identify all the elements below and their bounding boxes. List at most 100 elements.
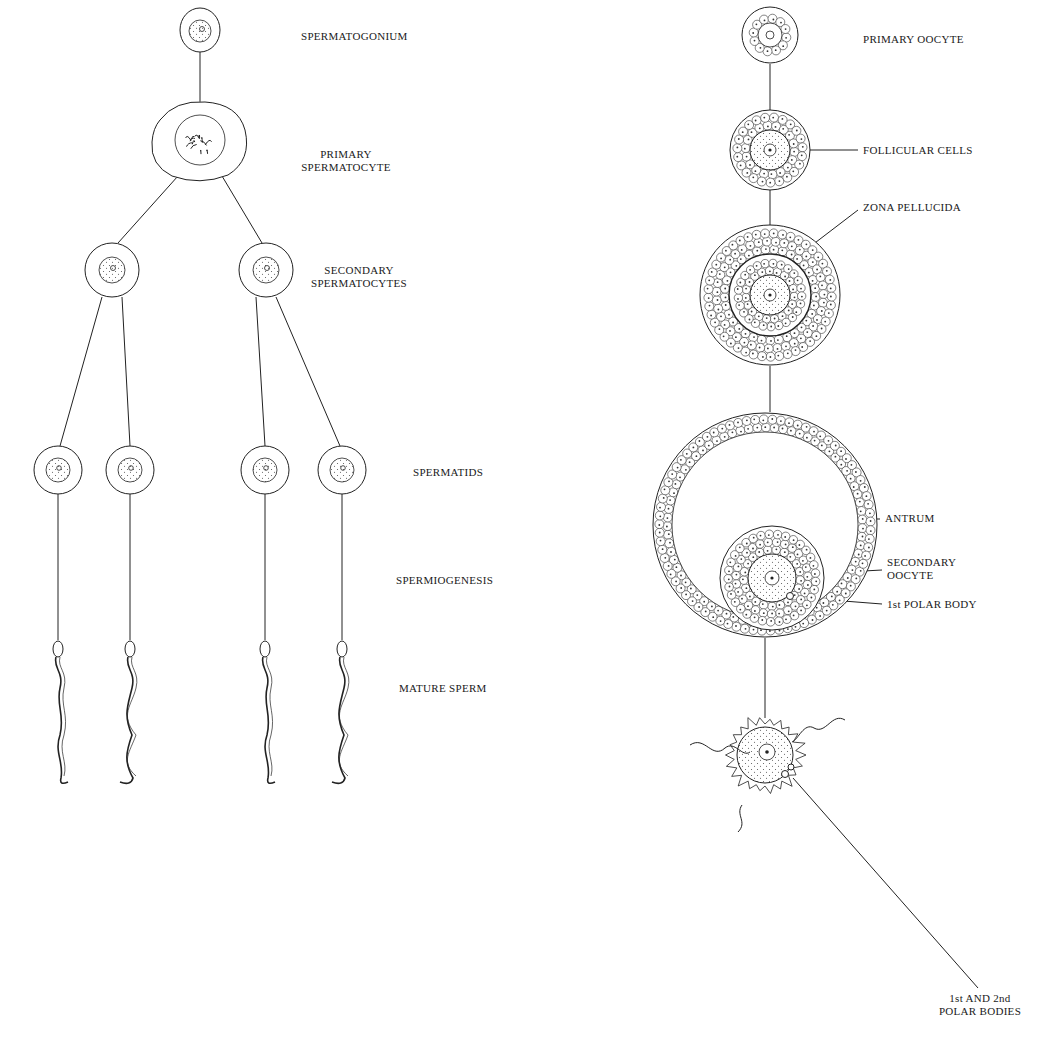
- follicular-cell: [766, 618, 775, 627]
- chromatin: [192, 141, 194, 145]
- follicular-cell: [796, 134, 805, 143]
- cell-nucleus: [796, 563, 798, 565]
- follicular-cell: [862, 492, 871, 501]
- follicular-cell: [727, 591, 736, 600]
- follicular-cell: [770, 245, 779, 254]
- follicular-cell: [793, 420, 802, 429]
- cell-nucleus: [756, 427, 758, 429]
- cell-nucleus: [810, 557, 812, 559]
- follicular-cell: [855, 498, 864, 507]
- cell-nucleus: [824, 294, 826, 296]
- cell-nucleus: [658, 524, 660, 526]
- cell-nucleus: [751, 311, 753, 313]
- cell-nucleus: [737, 298, 739, 300]
- cell-nucleus: [798, 239, 800, 241]
- cell-nucleus: [800, 580, 802, 582]
- follicular-cell: [742, 417, 751, 426]
- cell-nucleus: [717, 610, 719, 612]
- cell-nucleus: [773, 427, 775, 429]
- follicular-cell: [704, 285, 713, 294]
- cell-nucleus: [753, 537, 755, 539]
- cell-nucleus: [819, 435, 821, 437]
- cell-nucleus: [788, 610, 790, 612]
- cell-nucleus: [800, 337, 802, 339]
- oocyte-nucleus: [764, 289, 776, 301]
- cell-nucleus: [744, 572, 746, 574]
- cell-nucleus: [703, 601, 705, 603]
- chromatin: [199, 135, 200, 139]
- follicular-cell: [856, 476, 865, 485]
- cell-nucleus: [836, 591, 838, 593]
- cell-nucleus: [773, 19, 775, 21]
- follicular-cell: [775, 321, 783, 329]
- follicular-cell: [810, 585, 819, 594]
- cell-nucleus: [761, 340, 763, 342]
- cell-nucleus: [845, 593, 847, 595]
- cell-nucleus: [754, 274, 756, 276]
- cell-nucleus: [732, 431, 734, 433]
- chromatin: [187, 143, 193, 147]
- follicular-cell: [734, 418, 743, 427]
- follicular-cell: [857, 532, 866, 541]
- cell-nucleus: [673, 492, 675, 494]
- follicular-cell: [753, 423, 762, 432]
- cell-nucleus: [741, 598, 743, 600]
- cell-nucleus: [671, 473, 673, 475]
- stage-label: PRIMARY OOCYTE: [862, 33, 965, 46]
- cell-nucleus: [785, 618, 787, 620]
- cell-nucleus: [717, 281, 719, 283]
- cell-nucleus: [685, 581, 687, 583]
- cell-nucleus: [841, 583, 843, 585]
- cell-nucleus: [850, 478, 852, 480]
- follicular-cell: [767, 323, 775, 331]
- spermatid-nucleus: [118, 458, 142, 482]
- follicular-cell: [798, 292, 806, 300]
- cell-nucleus: [747, 605, 749, 607]
- cell-nucleus: [770, 340, 772, 342]
- antrum: [672, 432, 858, 618]
- cell-nucleus: [770, 356, 772, 358]
- spermatid-nucleus: [330, 458, 354, 482]
- follicular-cell: [759, 609, 768, 618]
- cell-nucleus: [787, 628, 789, 630]
- nucleolus: [264, 466, 269, 471]
- cell-nucleus: [774, 318, 776, 320]
- follicular-cell: [826, 301, 835, 310]
- cell-nucleus: [801, 138, 803, 140]
- cell-nucleus: [812, 280, 814, 282]
- cell-nucleus: [795, 605, 797, 607]
- cell-nucleus: [669, 499, 671, 501]
- cell-nucleus: [660, 540, 662, 542]
- cell-nucleus: [869, 512, 871, 514]
- cell-nucleus: [816, 335, 818, 337]
- cell-nucleus: [835, 445, 837, 447]
- cell-nucleus: [813, 589, 815, 591]
- follicular-cell: [742, 293, 750, 301]
- cell-nucleus: [798, 588, 800, 590]
- cell-nucleus: [806, 243, 808, 245]
- cell-nucleus: [832, 604, 834, 606]
- cell-nucleus: [777, 339, 779, 341]
- cell-nucleus: [822, 263, 824, 265]
- cell-nucleus: [754, 616, 756, 618]
- cell-nucleus: [699, 440, 701, 442]
- cell-nucleus: [747, 428, 749, 430]
- cell-nucleus: [679, 476, 681, 478]
- cell-nucleus: [815, 580, 817, 582]
- cell-nucleus: [769, 270, 771, 272]
- cell-nucleus: [711, 606, 713, 608]
- cell-nucleus: [870, 530, 872, 532]
- cell-nucleus: [779, 604, 781, 606]
- cell-nucleus: [805, 566, 807, 568]
- follicular-cell: [665, 539, 674, 548]
- cell-nucleus: [668, 565, 670, 567]
- follicular-cell: [757, 177, 766, 186]
- cell-nucleus: [801, 296, 803, 298]
- stage-label: PRIMARY SPERMATOCYTE: [285, 148, 407, 174]
- follicular-cell: [754, 238, 763, 247]
- cell-nucleus: [763, 612, 765, 614]
- follicular-cell: [751, 415, 760, 424]
- cell-nucleus: [860, 545, 862, 547]
- cell-nucleus: [814, 440, 816, 442]
- cell-nucleus: [864, 555, 866, 557]
